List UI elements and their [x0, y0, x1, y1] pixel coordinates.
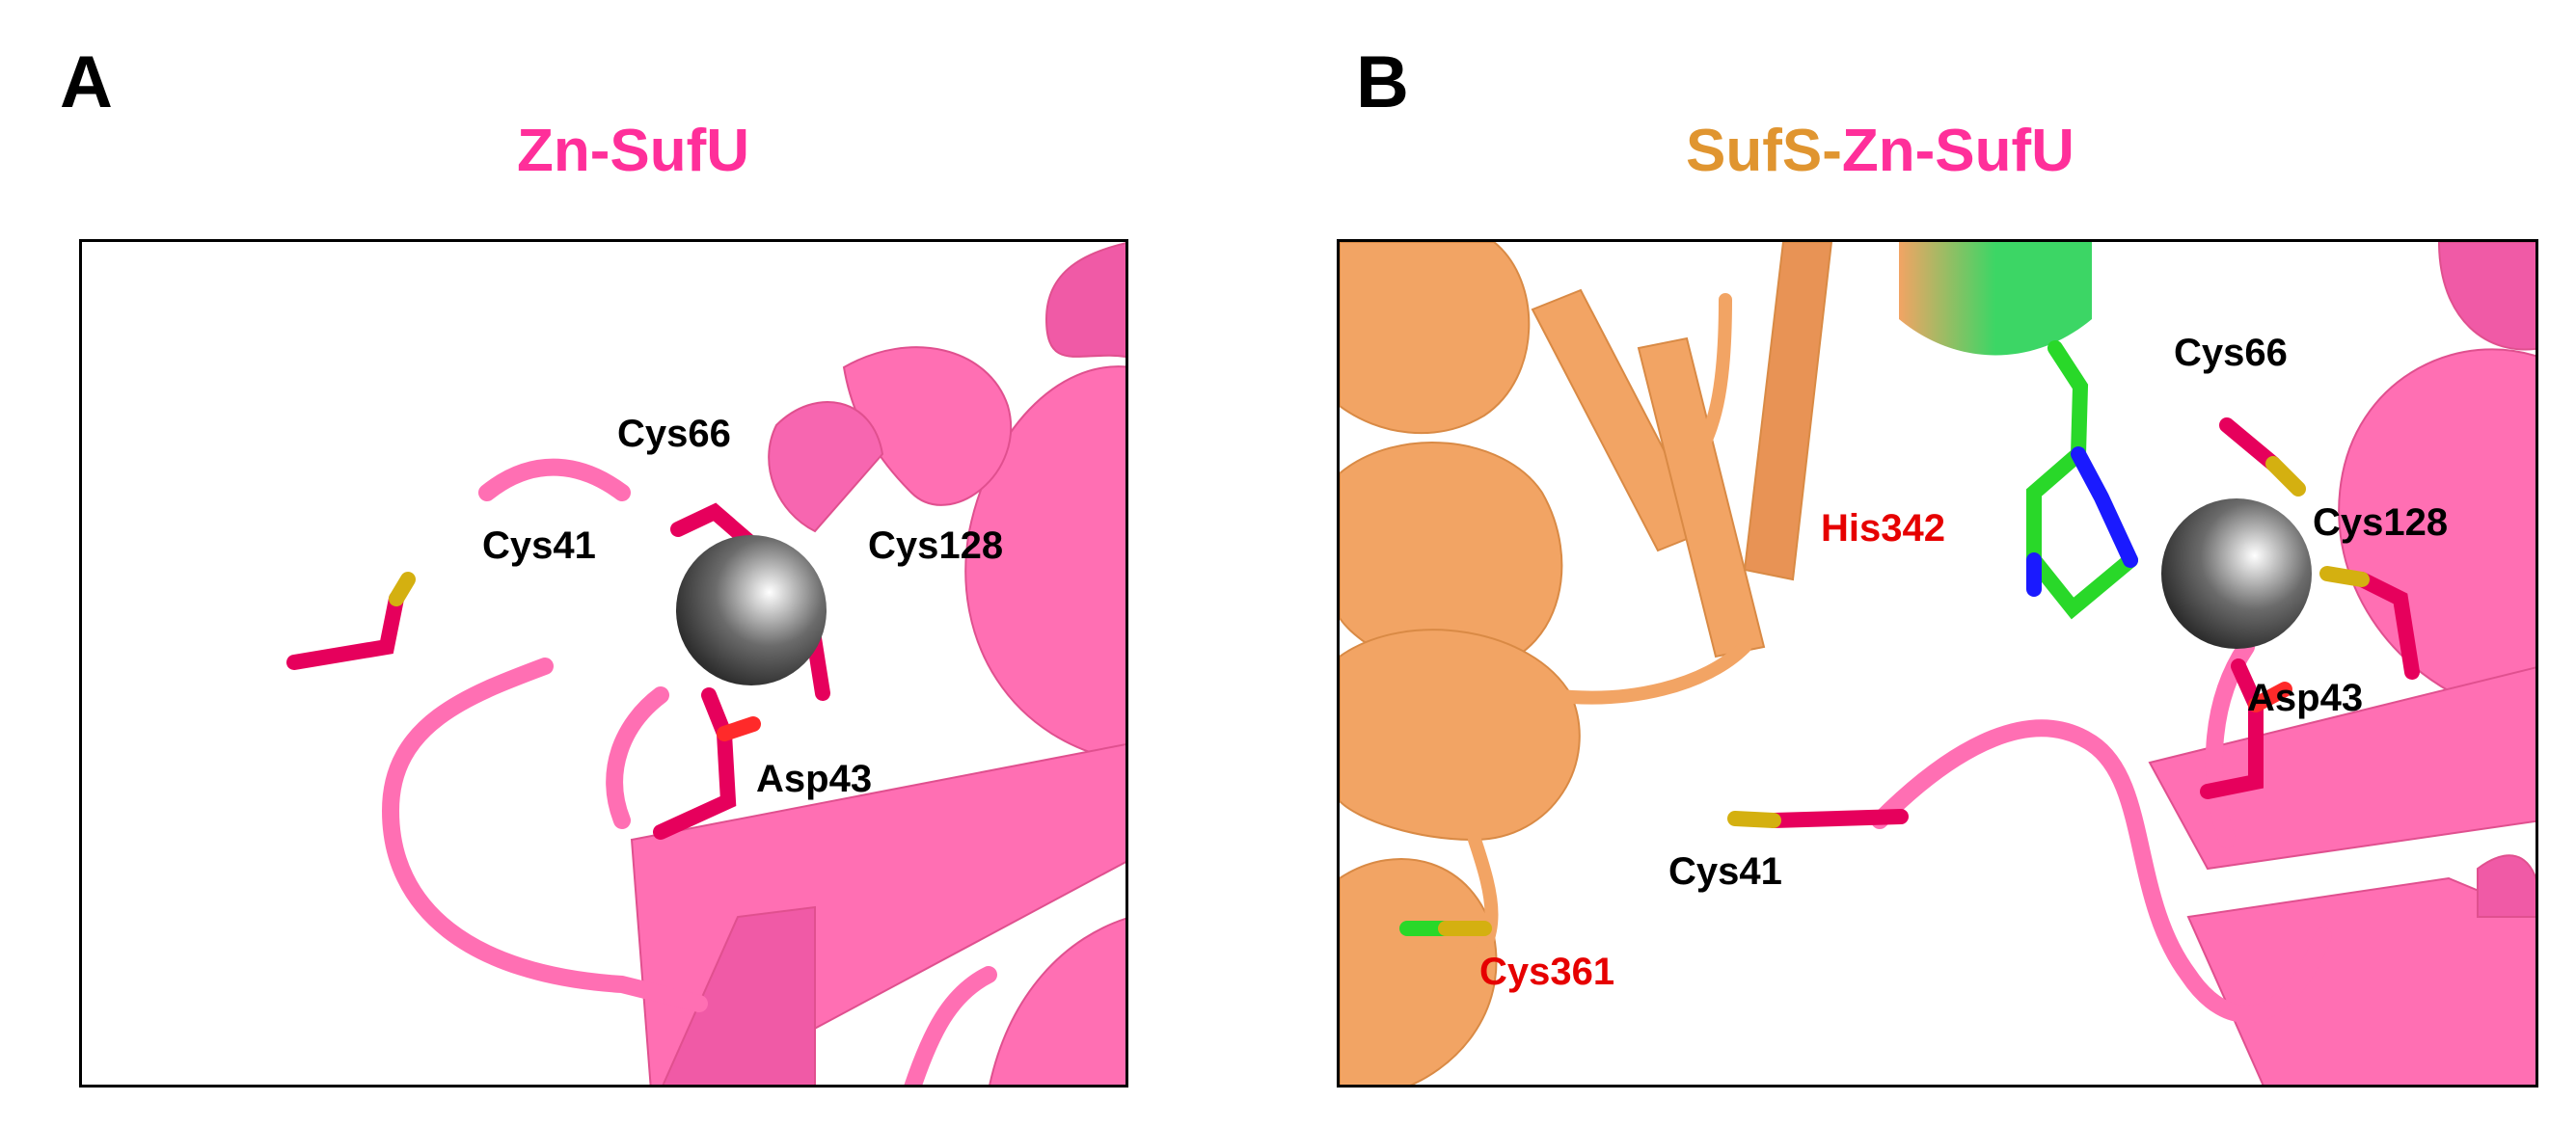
label-cys41-b: Cys41 [1668, 850, 1782, 893]
panel-a-title: Zn-SufU [517, 118, 750, 184]
loop-ribbon-a3 [904, 966, 997, 1085]
panel-b-title-sufu: Zn-SufU [1841, 118, 2074, 184]
zinc-ion-b [2161, 498, 2312, 649]
sufs-strand-2 [1637, 336, 1766, 658]
cys128-b-stick [2354, 572, 2420, 680]
sufu-loop-b1 [1871, 719, 2332, 1023]
label-cys41-a: Cys41 [482, 524, 596, 567]
panel-b-title-sufs: SufS- [1686, 118, 1842, 184]
panel-b-structure [1337, 239, 2538, 1088]
panel-b-letter: B [1356, 41, 1409, 123]
label-his342: His342 [1821, 507, 1945, 550]
sufs-loop-1 [1545, 640, 1751, 705]
loop-ribbon-a1 [381, 658, 708, 1012]
zinc-ion-a [676, 535, 827, 685]
sufs-helix-3 [1340, 629, 1581, 842]
sufu-sheet-b1 [2148, 666, 2535, 871]
asp43-b-stick [2200, 658, 2264, 799]
label-cys66-a: Cys66 [617, 413, 731, 455]
sufs-loop-3 [1458, 833, 1499, 981]
sufu-helix-b2 [2437, 242, 2535, 351]
label-cys128-b: Cys128 [2313, 501, 2449, 544]
loop-ribbon-a2 [606, 686, 669, 829]
label-asp43-a: Asp43 [756, 758, 873, 800]
sheet-ribbon-a3 [989, 917, 1125, 1085]
loop-ribbon-a4 [478, 458, 631, 501]
asp43-stick [653, 687, 737, 840]
cys41-stick [286, 591, 404, 670]
sufu-helix-b3 [2477, 854, 2535, 918]
label-cys361: Cys361 [1479, 951, 1615, 993]
helix-ribbon-a1 [964, 365, 1125, 763]
sufu-helix-b1 [2338, 348, 2535, 706]
sufu-sheet-b2 [2186, 876, 2535, 1085]
label-cys128-a: Cys128 [868, 524, 1004, 567]
helix-ribbon-a2 [1044, 242, 1125, 359]
cys66-b-stick [2219, 417, 2281, 471]
panel-b-title: SufS-Zn-SufU [1686, 121, 2074, 181]
sufs-top-helix [1899, 242, 2092, 356]
label-asp43-b: Asp43 [2247, 677, 2364, 719]
panel-a-structure-render [286, 242, 1125, 1085]
sheet-ribbon-a2 [662, 905, 816, 1085]
panel-a-structure [79, 239, 1128, 1088]
label-cys66-b: Cys66 [2174, 332, 2288, 374]
sufs-strand-3 [1743, 242, 1833, 581]
panel-b-structure-render [1340, 242, 2535, 1085]
sufs-loop-2 [1680, 293, 1732, 480]
helix-ribbon-a4 [768, 401, 884, 533]
panel-a-letter: A [60, 41, 113, 123]
sufs-helix-1 [1340, 242, 1531, 435]
cys41-b-stick [1766, 809, 1909, 828]
